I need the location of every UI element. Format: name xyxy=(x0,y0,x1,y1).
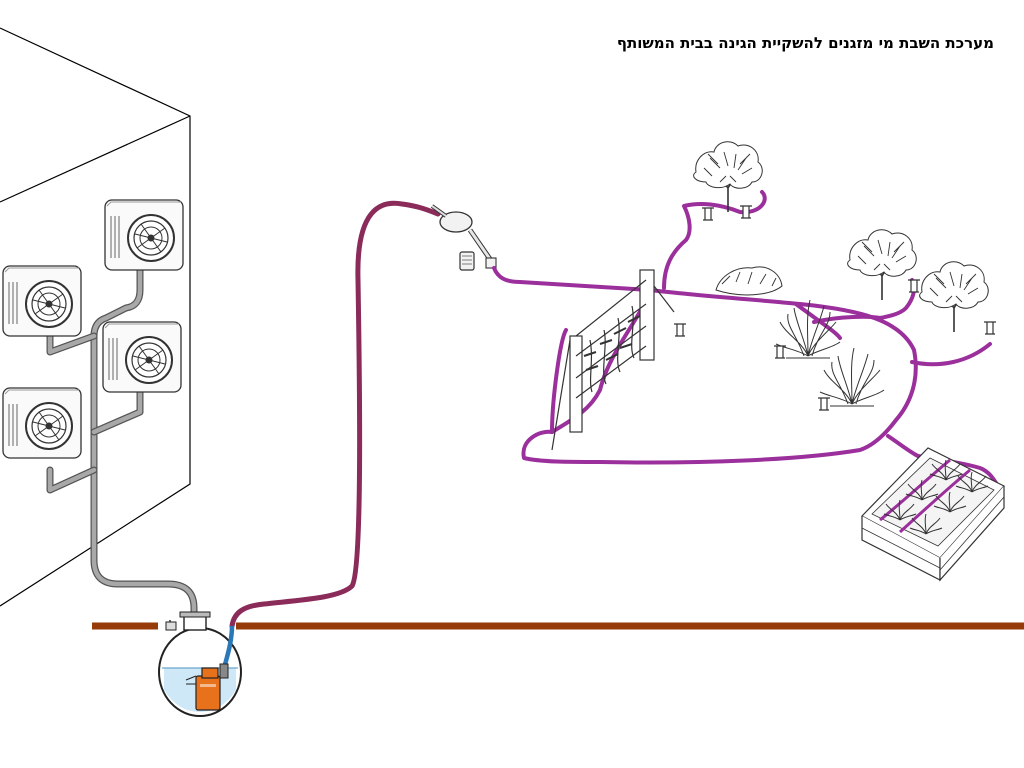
ac-unit xyxy=(102,321,182,393)
dripper-icon xyxy=(673,323,687,337)
dripper-icon xyxy=(701,207,715,221)
diagram-title: מערכת השבת מי מזגנים להשקיית הגינה בבית … xyxy=(616,34,994,52)
tree-icon xyxy=(846,228,918,301)
filter-icon xyxy=(430,204,497,271)
ac-unit xyxy=(2,387,82,459)
shrub-icon xyxy=(715,266,783,296)
main-pipe xyxy=(229,200,441,629)
dripper-icon xyxy=(773,345,787,359)
drain-pipe xyxy=(46,258,198,624)
submersible-pump-icon xyxy=(185,663,229,711)
dripper-icon xyxy=(983,321,997,335)
ac-unit xyxy=(104,199,184,271)
dripper-icon xyxy=(907,279,921,293)
planter-box-icon xyxy=(861,447,1005,582)
tree-icon xyxy=(918,260,990,333)
tree-icon xyxy=(692,140,764,213)
ac-unit xyxy=(2,265,82,337)
dripper-icon xyxy=(817,397,831,411)
vine-trellis-icon xyxy=(551,269,675,451)
shrub-icon xyxy=(819,347,885,407)
